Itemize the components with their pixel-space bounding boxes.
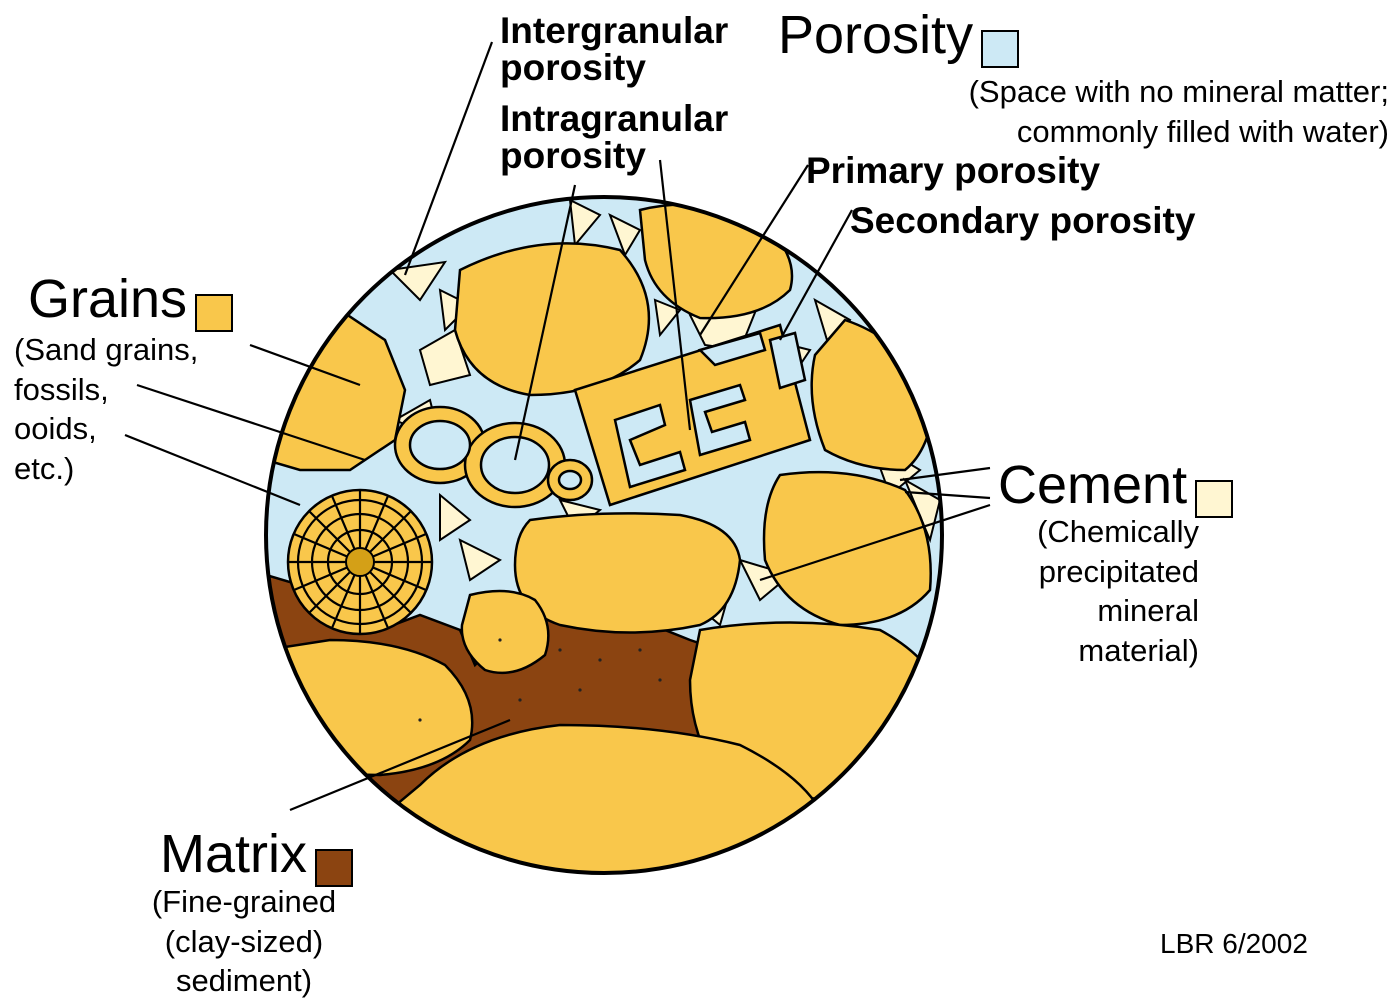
- matrix-title: Matrix: [160, 824, 307, 884]
- grains-desc-line1: (Sand grains,: [14, 330, 198, 370]
- matrix-desc-line2: (clay-sized): [126, 922, 362, 962]
- cement-title: Cement: [998, 455, 1187, 515]
- fossil-center: [346, 548, 374, 576]
- intergranular-line2: porosity: [500, 49, 728, 86]
- intergranular-line1: Intergranular: [500, 12, 728, 49]
- grains-legend: Grains: [28, 272, 233, 332]
- grains-description: (Sand grains, fossils, ooids, etc.): [14, 330, 198, 489]
- cement-desc-line4: material): [1037, 631, 1199, 671]
- porosity-title: Porosity: [778, 5, 973, 65]
- cement-desc-line3: mineral: [1037, 591, 1199, 631]
- porosity-desc-line2: commonly filled with water): [969, 112, 1389, 152]
- matrix-desc-line3: sediment): [126, 961, 362, 1001]
- secondary-porosity-label: Secondary porosity: [850, 202, 1195, 239]
- porosity-desc-line1: (Space with no mineral matter;: [969, 72, 1389, 112]
- cement-swatch: [1195, 480, 1233, 518]
- porosity-legend: Porosity: [778, 8, 1019, 68]
- grains-desc-line4: etc.): [14, 449, 198, 489]
- matrix-description: (Fine-grained (clay-sized) sediment): [126, 882, 362, 1001]
- intragranular-line1: Intragranular: [500, 100, 728, 137]
- grains-swatch: [195, 294, 233, 332]
- credit-text: LBR 6/2002: [1160, 930, 1308, 958]
- intergranular-label: Intergranular porosity: [500, 12, 728, 86]
- cement-desc-line1: (Chemically: [1037, 512, 1199, 552]
- grains-desc-line2: fossils,: [14, 370, 198, 410]
- grains-desc-line3: ooids,: [14, 409, 198, 449]
- porosity-swatch: [981, 30, 1019, 68]
- thin-section-circle: [266, 197, 942, 900]
- porosity-description: (Space with no mineral matter; commonly …: [969, 72, 1389, 151]
- intragranular-line2: porosity: [500, 137, 728, 174]
- matrix-desc-line1: (Fine-grained: [126, 882, 362, 922]
- grains-title: Grains: [28, 269, 187, 329]
- primary-porosity-label: Primary porosity: [806, 152, 1100, 189]
- cement-legend: Cement: [998, 458, 1233, 518]
- matrix-legend: Matrix: [160, 827, 353, 887]
- intragranular-label: Intragranular porosity: [500, 100, 728, 174]
- cement-description: (Chemically precipitated mineral materia…: [1037, 512, 1199, 671]
- cement-desc-line2: precipitated: [1037, 552, 1199, 592]
